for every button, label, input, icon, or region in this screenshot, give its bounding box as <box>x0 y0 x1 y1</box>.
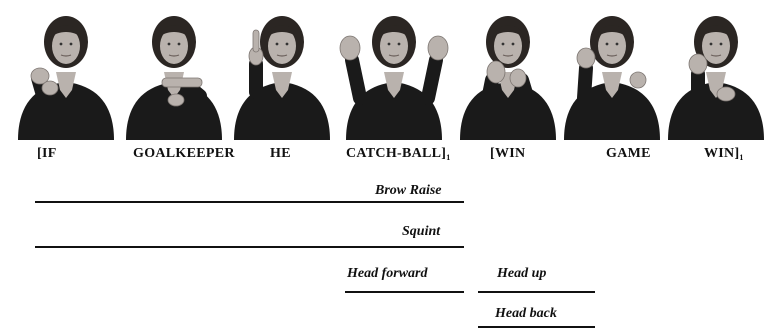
gloss-goalkeeper: GOALKEEPER <box>133 146 235 161</box>
label-squint: Squint <box>402 224 441 239</box>
scope-line-head-forward <box>345 291 464 293</box>
gloss-if: [IF <box>37 146 57 161</box>
signer-figure <box>668 16 764 140</box>
signer-photo-if <box>10 8 122 140</box>
signer-figure <box>18 16 114 140</box>
gloss-win: [WIN <box>490 146 526 161</box>
signer-figure <box>126 16 222 140</box>
signer-photo-goalkeeper <box>118 8 230 140</box>
label-brow-raise: Brow Raise <box>375 183 442 198</box>
signer-photo-he <box>226 8 338 140</box>
gloss-game: GAME <box>606 146 651 161</box>
signer-figure <box>460 16 556 140</box>
signer-photo-catch-ball <box>338 8 450 140</box>
scope-line-squint <box>35 246 464 248</box>
gloss-catch-ball: CATCH-BALL]1 <box>346 146 451 162</box>
label-head-up: Head up <box>497 266 547 281</box>
scope-line-head-up <box>478 291 595 293</box>
signer-figure <box>339 16 449 140</box>
signer-photo-win <box>452 8 564 140</box>
gloss-he: HE <box>270 146 291 161</box>
scope-line-head-back <box>478 326 595 328</box>
label-head-back: Head back <box>495 306 557 321</box>
scope-line-brow-raise <box>35 201 464 203</box>
gloss-win-end: WIN]1 <box>704 146 744 162</box>
signer-photo-game <box>556 8 668 140</box>
signer-figure <box>234 16 330 140</box>
label-head-forward: Head forward <box>347 266 428 281</box>
signer-photo-win-end <box>660 8 764 140</box>
signer-figure <box>564 16 660 140</box>
